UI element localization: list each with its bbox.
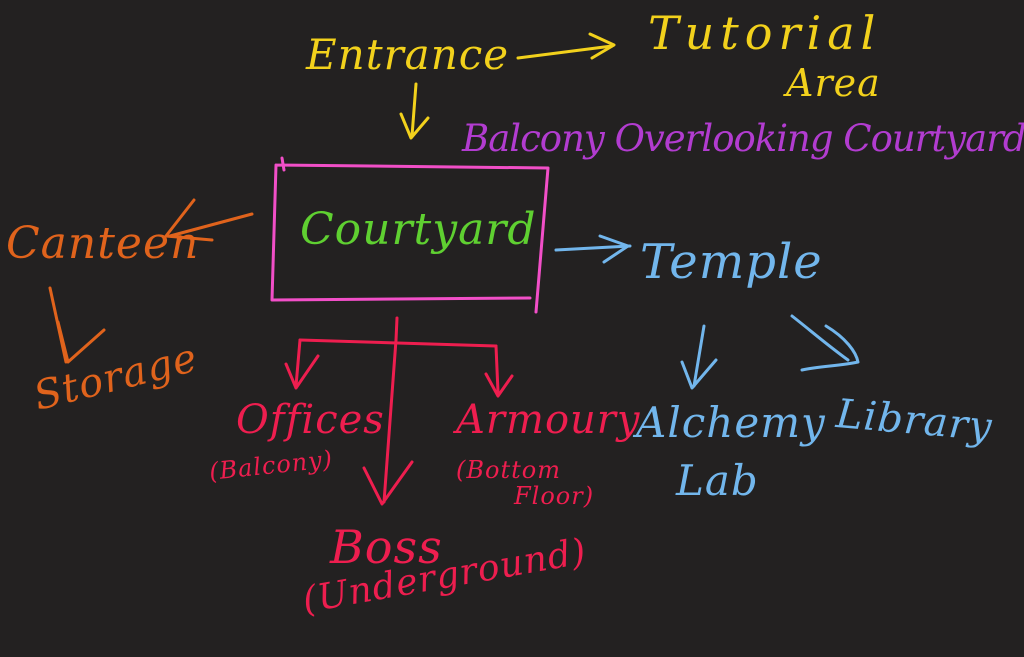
node-tutorial-line2: Area [786,61,881,105]
arrow-courtyard-to-temple [554,244,632,252]
branch-center-drop [382,338,398,504]
arrowhead-canteen-to-storage [56,320,106,364]
node-offices: Offices [236,397,385,443]
arrow-temple-to-alchemy [692,324,706,388]
node-balcony: Balcony Overlooking Courtyard [462,117,1024,160]
arrowhead-temple-to-library [800,324,860,372]
arrowhead-entrance-to-tutorial [588,32,616,60]
branch-trunk [394,316,399,342]
node-temple: Temple [640,234,823,290]
node-boss: Boss [330,520,443,574]
branch-left-drop [294,338,302,388]
courtyard-box [270,156,550,314]
arrow-entrance-to-tutorial [516,44,614,60]
node-armoury: Armoury [456,397,641,443]
branch-right-drop [494,344,500,394]
node-canteen: Canteen [6,218,200,269]
node-courtyard: Courtyard [300,204,537,255]
node-alchemy-line2: Lab [676,456,759,505]
arrowhead-courtyard-to-temple [598,234,630,264]
node-alchemy-line1: Alchemy [636,398,826,447]
node-armoury-note-line1: (Bottom [456,456,561,484]
arrowhead-to-boss [362,460,414,506]
arrow-courtyard-to-canteen [168,212,254,238]
branch-crossbar [298,338,498,348]
arrowhead-to-armoury [484,372,514,398]
node-armoury-note-line2: Floor) [514,482,595,510]
arrowhead-entrance-to-courtyard [399,112,430,140]
arrowhead-to-offices [284,354,320,390]
arrowhead-courtyard-to-canteen [164,198,214,242]
arrowhead-temple-to-alchemy [680,358,718,390]
node-tutorial-line1: Tutorial [648,6,882,60]
arrow-temple-to-library [790,314,850,362]
arrow-entrance-to-courtyard [410,82,418,138]
node-entrance: Entrance [306,30,510,79]
